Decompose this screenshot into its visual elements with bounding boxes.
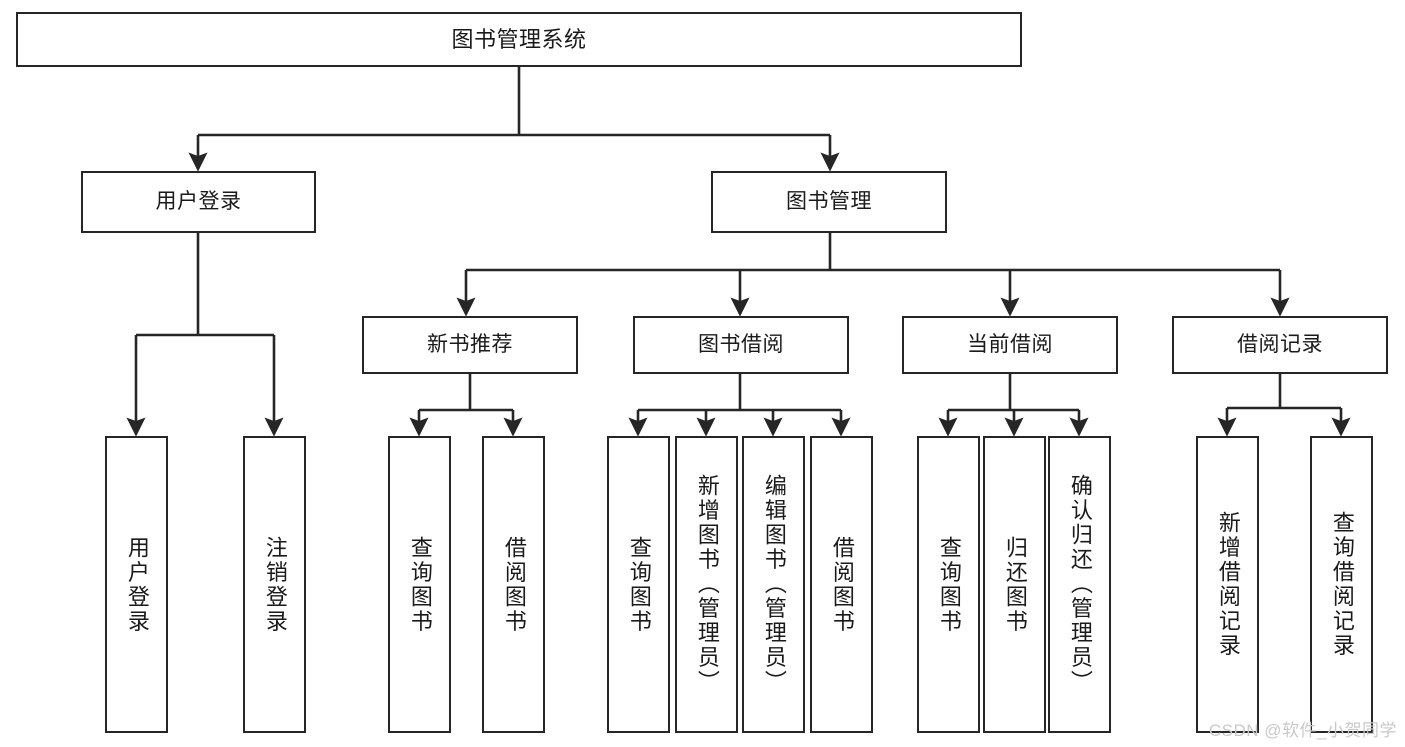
leaf-add-record-label: 新增借阅记录	[1215, 511, 1241, 658]
node-book-management[interactable]: 图书管理	[711, 171, 947, 233]
leaf-query-book-1[interactable]: 查询图书	[388, 436, 451, 733]
node-new-book-recommend-label: 新书推荐	[427, 332, 513, 356]
leaf-query-book-3[interactable]: 查询图书	[917, 436, 980, 733]
leaf-borrow-book-2-label: 借阅图书	[829, 535, 855, 634]
node-root[interactable]: 图书管理系统	[16, 12, 1022, 67]
leaf-edit-book-label: 编辑图书（管理员）	[761, 474, 787, 695]
leaf-edit-book[interactable]: 编辑图书（管理员）	[742, 436, 805, 733]
leaf-borrow-book-2[interactable]: 借阅图书	[810, 436, 873, 733]
node-current-borrow[interactable]: 当前借阅	[902, 316, 1118, 374]
node-book-management-label: 图书管理	[786, 189, 872, 213]
leaf-query-book-2-label: 查询图书	[626, 535, 652, 634]
leaf-confirm-return[interactable]: 确认归还（管理员）	[1048, 436, 1111, 733]
leaf-add-book[interactable]: 新增图书（管理员）	[675, 436, 738, 733]
leaf-add-record[interactable]: 新增借阅记录	[1196, 436, 1259, 733]
leaf-add-book-label: 新增图书（管理员）	[694, 474, 720, 695]
node-borrow-record-label: 借阅记录	[1237, 332, 1323, 356]
leaf-query-book-1-label: 查询图书	[407, 535, 433, 634]
leaf-return-book-label: 归还图书	[1002, 535, 1028, 634]
node-user-login[interactable]: 用户登录	[81, 171, 316, 233]
leaf-query-record-label: 查询借阅记录	[1329, 511, 1355, 658]
node-book-borrow-label: 图书借阅	[698, 332, 784, 356]
node-borrow-record[interactable]: 借阅记录	[1172, 316, 1388, 374]
leaf-user-login[interactable]: 用户登录	[105, 436, 168, 733]
node-new-book-recommend[interactable]: 新书推荐	[362, 316, 578, 374]
node-book-borrow[interactable]: 图书借阅	[633, 316, 849, 374]
leaf-borrow-book-1[interactable]: 借阅图书	[482, 436, 545, 733]
node-root-label: 图书管理系统	[451, 26, 587, 52]
watermark: CSDN @软件_小贺同学	[1208, 721, 1397, 740]
leaf-query-record[interactable]: 查询借阅记录	[1310, 436, 1373, 733]
leaf-confirm-return-label: 确认归还（管理员）	[1067, 474, 1093, 695]
leaf-logout-label: 注销登录	[262, 535, 288, 634]
leaf-query-book-2[interactable]: 查询图书	[607, 436, 670, 733]
leaf-return-book[interactable]: 归还图书	[983, 436, 1046, 733]
leaf-logout[interactable]: 注销登录	[243, 436, 306, 733]
leaf-query-book-3-label: 查询图书	[936, 535, 962, 634]
leaf-borrow-book-1-label: 借阅图书	[501, 535, 527, 634]
node-current-borrow-label: 当前借阅	[967, 332, 1053, 356]
leaf-user-login-label: 用户登录	[124, 535, 150, 634]
node-user-login-label: 用户登录	[155, 189, 242, 213]
